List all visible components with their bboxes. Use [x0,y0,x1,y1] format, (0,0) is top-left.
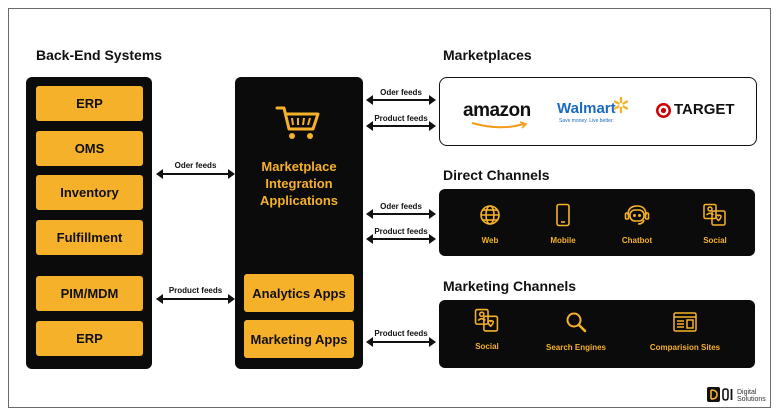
comparison-sites-icon [673,312,697,332]
backend-panel: ERP OMS Inventory Fulfillment PIM/MDM ER… [26,77,152,369]
integration-panel: Marketplace Integration Applications Ana… [235,77,363,369]
left-order-feeds-label: Oder feeds [174,161,217,170]
backend-item-inventory: Inventory [36,175,143,210]
direct-channels-heading: Direct Channels [443,167,550,183]
marketing-channel-search-label: Search Engines [545,343,607,352]
target-logo: TARGET [674,101,735,118]
web-icon [480,205,500,225]
brand-line1: Digital [737,389,757,396]
direct-order-feeds-label: Oder feeds [380,202,422,211]
brand-logo [707,387,735,408]
direct-channel-social-label: Social [703,236,727,245]
left-order-feeds-arrow [156,169,235,179]
direct-channels-panel: Web Mobile Chatbot [439,189,755,256]
mkt-order-feeds-arrow [366,95,436,105]
left-product-feeds-label: Product feeds [168,286,223,295]
marketing-channel-social: Social [462,308,512,351]
marketing-channel-social-label: Social [475,342,499,351]
brand-line2: Solutions [737,396,766,403]
mobile-icon [556,203,570,227]
marketing-product-feeds-label: Product feeds [374,329,428,338]
backend-item-fulfillment: Fulfillment [36,220,143,255]
walmart-tagline: Save money. Live better. [559,118,614,124]
marketing-channel-comparison: Comparision Sites [647,310,723,352]
backend-item-erp-2: ERP [36,321,143,356]
marketing-apps-box: Marketing Apps [244,320,354,358]
marketing-channels-panel: Social Search Engines Comparision Sites [439,300,755,368]
direct-channel-web: Web [465,203,515,245]
mkt-product-feeds-arrow [366,121,436,131]
direct-channel-chatbot: Chatbot [612,203,662,245]
direct-channel-web-label: Web [481,236,499,245]
marketplaces-heading: Marketplaces [443,47,532,63]
integration-title: Marketplace Integration Applications [259,159,338,208]
marketing-channel-search: Search Engines [541,310,611,352]
cart-icon [275,105,321,146]
analytics-apps-box: Analytics Apps [244,274,354,312]
brand-mark-icon [707,387,733,402]
social-icon [703,203,726,226]
direct-channel-chatbot-label: Chatbot [621,236,653,245]
backend-item-erp: ERP [36,86,143,121]
direct-product-feeds-label: Product feeds [374,227,428,236]
social-icon [474,308,499,332]
target-bullseye-icon [656,103,671,118]
marketing-channel-comparison-label: Comparision Sites [649,343,721,352]
chatbot-icon [624,205,650,225]
direct-order-feeds-arrow [366,209,436,219]
diagram-frame [8,8,771,408]
search-icon [566,312,587,333]
backend-item-pim-mdm: PIM/MDM [36,276,143,311]
backend-heading: Back-End Systems [36,47,163,63]
backend-item-oms: OMS [36,131,143,166]
marketing-channels-heading: Marketing Channels [443,278,577,294]
amazon-logo: amazon [463,100,531,121]
marketing-product-feeds-arrow [366,337,436,347]
direct-channel-mobile-label: Mobile [550,236,576,245]
walmart-spark-icon [613,96,629,114]
mkt-product-feeds-label: Product feeds [374,114,428,123]
direct-channel-mobile: Mobile [538,203,588,245]
marketplaces-box: amazon Walmart Save money. Live better. … [439,77,757,146]
left-product-feeds-arrow [156,294,235,304]
direct-product-feeds-arrow [366,234,436,244]
walmart-logo: Walmart [557,100,616,117]
direct-channel-social: Social [690,203,740,245]
amazon-smile-icon [471,121,528,129]
mkt-order-feeds-label: Oder feeds [380,88,422,97]
